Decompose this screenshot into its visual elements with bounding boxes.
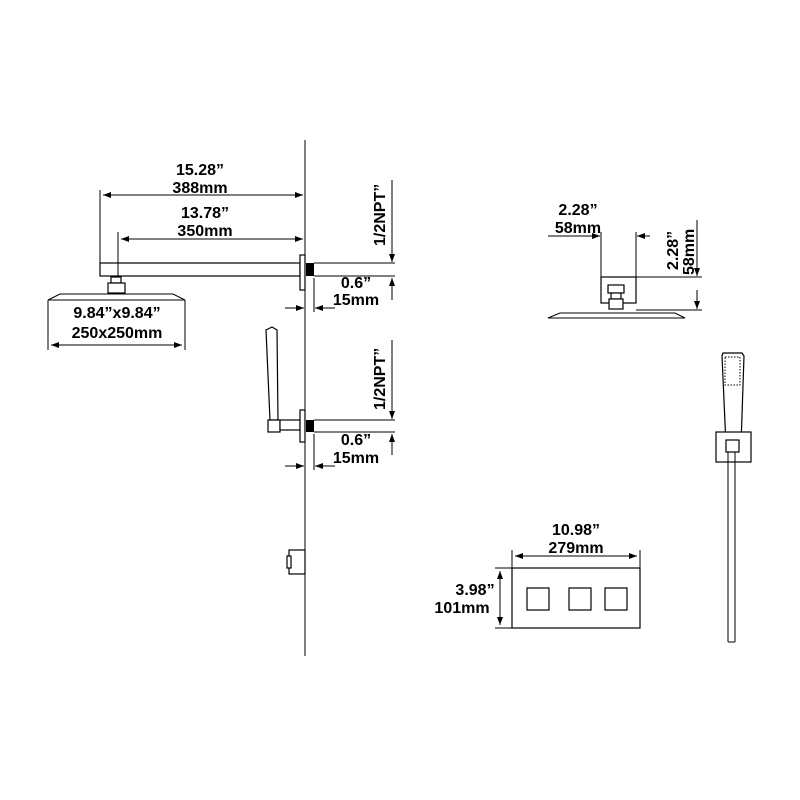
arm-offset-in: 0.6” bbox=[341, 275, 371, 292]
arm-total-in: 15.28” bbox=[176, 162, 224, 179]
hand-shower-outlet bbox=[265, 326, 395, 470]
panel-height-mm: 101mm bbox=[434, 600, 489, 617]
outlet-offset-in: 0.6” bbox=[341, 432, 371, 449]
outlet-thread-label: 1/2NPT” bbox=[372, 348, 389, 410]
side-height-in: 2.28” bbox=[665, 231, 682, 270]
side-view-shower-head bbox=[547, 220, 702, 319]
arm-reach-mm: 350mm bbox=[177, 223, 232, 240]
panel-width-in: 10.98” bbox=[552, 522, 600, 539]
arm-total-mm: 388mm bbox=[172, 180, 227, 197]
outlet-offset-mm: 15mm bbox=[333, 450, 379, 467]
wall-diverter-outlet bbox=[286, 549, 306, 575]
arm-reach-in: 13.78” bbox=[181, 205, 229, 222]
arm-thread-label: 1/2NPT” bbox=[372, 184, 389, 246]
arm-offset-mm: 15mm bbox=[333, 292, 379, 309]
panel-height-in: 3.98” bbox=[455, 582, 494, 599]
panel-width-mm: 279mm bbox=[548, 540, 603, 557]
side-width-in: 2.28” bbox=[558, 202, 597, 219]
head-size-in: 9.84”x9.84” bbox=[73, 305, 160, 322]
hand-shower bbox=[715, 352, 752, 643]
shower-arm bbox=[99, 180, 395, 312]
side-width-mm: 58mm bbox=[555, 220, 601, 237]
thermostatic-control-panel bbox=[495, 550, 641, 629]
side-height-mm: 58mm bbox=[681, 229, 698, 275]
head-size-mm: 250x250mm bbox=[72, 325, 163, 342]
rain-shower-head bbox=[47, 276, 186, 350]
